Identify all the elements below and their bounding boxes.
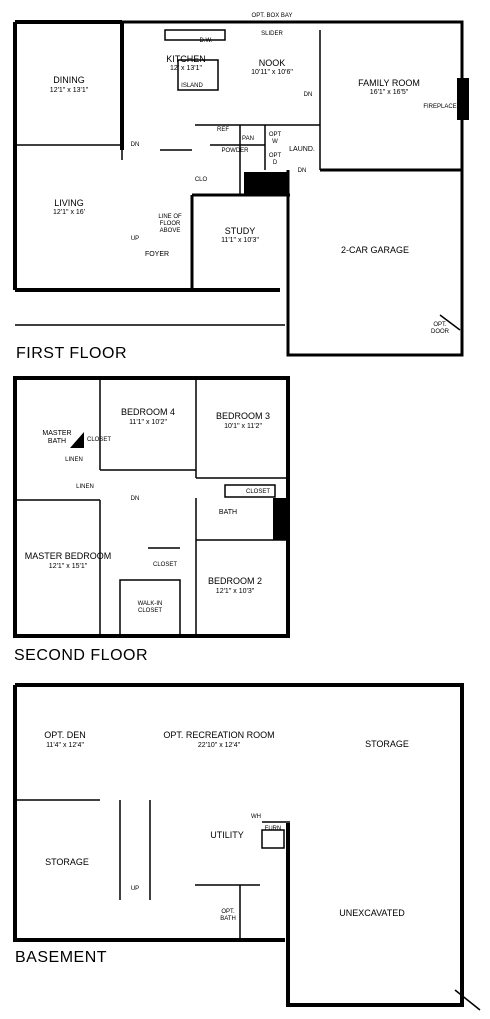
bedroom-4-name: BEDROOM 4: [120, 407, 176, 417]
bedroom-3-dims: 10'1" x 11'2": [224, 423, 262, 430]
bath-label: BATH: [218, 509, 238, 516]
storage-left-label: STORAGE: [45, 857, 89, 867]
linen-closet-1-label: LINEN: [65, 457, 83, 463]
laundry-label: LAUND.: [289, 146, 315, 153]
water-heater-label: WH: [251, 814, 261, 820]
powder-label: POWDER: [221, 148, 249, 154]
storage-right-label: STORAGE: [365, 739, 409, 749]
utility-label: UTILITY: [210, 830, 244, 840]
living-dims: 12'1" x 16': [52, 209, 86, 216]
linen-closet-2-label: LINEN: [76, 484, 94, 490]
dishwasher-label: D.W.: [199, 38, 213, 44]
bedroom-3-closet-label: CLOSET: [245, 489, 271, 495]
optional-bath-label: OPT. BATH: [220, 909, 236, 922]
kitchen-name: KITCHEN: [166, 54, 206, 64]
stair-down-label: DN: [130, 142, 140, 148]
dining-dims: 12'1" x 13'1": [49, 87, 89, 94]
stair-down-label: DN: [130, 496, 140, 502]
pantry-label: PAN: [242, 136, 254, 142]
kitchen-dims: 12' x 13'1": [169, 65, 203, 72]
line-of-floor-above-label: LINE OF FLOOR ABOVE: [158, 214, 182, 234]
hall-closet-label: CLOSET: [152, 562, 178, 568]
master-bath-closet-label: CLOSET: [86, 437, 112, 443]
bedroom-4-dims: 11'1" x 10'2": [129, 419, 167, 426]
optional-dryer-label: OPT D: [268, 153, 282, 166]
master-bedroom-name: MASTER BEDROOM: [24, 551, 112, 561]
laundry-down-label: DN: [297, 168, 307, 174]
second-floor-title: SECOND FLOOR: [14, 647, 149, 664]
study-dims: 11'1" x 10'3": [221, 237, 259, 244]
master-bedroom-dims: 12'1" x 15'1": [48, 563, 88, 570]
optional-door-label: OPT. DOOR: [431, 322, 449, 335]
unexcavated-label: UNEXCAVATED: [339, 908, 405, 918]
master-bath-label: MASTER BATH: [42, 430, 72, 445]
recreation-room-name: OPT. RECREATION ROOM: [163, 730, 275, 740]
stair-up-label: UP: [130, 886, 140, 892]
optional-den-dims: 11'4" x 12'4": [46, 742, 84, 749]
stair-up-label: UP: [130, 236, 140, 242]
family-room-name: FAMILY ROOM: [358, 78, 420, 88]
family-room-down-label: DN: [303, 92, 313, 98]
optional-den-name: OPT. DEN: [44, 730, 86, 740]
recreation-room-dims: 22'10" x 12'4": [197, 742, 241, 749]
opt-box-bay-label: OPT. BOX BAY: [251, 13, 293, 19]
bedroom-2-name: BEDROOM 2: [207, 576, 263, 586]
refrigerator-label: REF: [217, 127, 229, 133]
slider-label: SLIDER: [261, 31, 283, 37]
walk-in-closet-label: WALK-IN CLOSET: [137, 601, 163, 614]
first-floor-title: FIRST FLOOR: [16, 345, 127, 362]
living-name: LIVING: [54, 198, 84, 208]
dining-name: DINING: [53, 75, 85, 85]
fireplace-label: FIREPLACE: [423, 104, 457, 110]
nook-name: NOOK: [258, 58, 286, 68]
nook-dims: 10'11" x 10'6": [251, 69, 293, 76]
study-name: STUDY: [224, 226, 256, 236]
garage-name: 2-CAR GARAGE: [340, 245, 410, 255]
furnace-label: FURN: [264, 826, 282, 832]
bedroom-2-dims: 12'1" x 10'3": [215, 588, 255, 595]
bedroom-3-name: BEDROOM 3: [215, 411, 271, 421]
island-label: ISLAND: [181, 83, 203, 89]
family-room-dims: 16'1" x 16'5": [369, 89, 409, 96]
closet-label: CLO: [194, 177, 208, 183]
optional-washer-label: OPT W: [268, 132, 282, 145]
foyer-label: FOYER: [144, 251, 170, 258]
basement-title: BASEMENT: [15, 949, 108, 966]
